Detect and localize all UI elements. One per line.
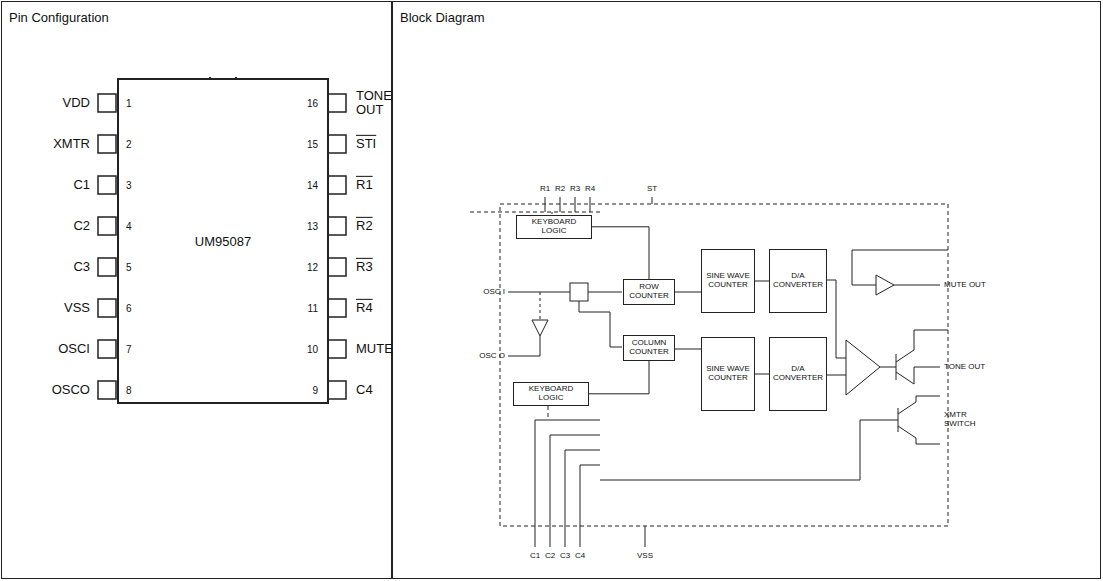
signal-connector: [755, 281, 769, 282]
pin-name: OSCI: [58, 342, 90, 356]
signal-name: R2: [555, 185, 565, 194]
converter-block: D/A CONVERTER: [769, 249, 827, 313]
pin-number: 14: [307, 180, 318, 191]
pin-lead: [98, 340, 116, 358]
signal-name: MUTE OUT: [944, 281, 986, 290]
signal-name: R4: [585, 185, 595, 194]
pin-lead: [328, 340, 346, 358]
pin-number: 7: [126, 344, 132, 355]
signal-connector: [755, 374, 769, 375]
signal-connector: [592, 227, 649, 279]
pin-lead: [328, 176, 346, 194]
block-label: ROW COUNTER: [626, 283, 672, 301]
block-label: Pin Configuration: [9, 10, 109, 25]
signal-name: C4: [575, 552, 585, 561]
pin-name: R3: [356, 260, 373, 274]
pin-name: VSS: [64, 301, 90, 315]
pin-lead: [98, 135, 116, 153]
pin-lead: [328, 94, 346, 112]
pin-name: C1: [73, 178, 90, 192]
signal-name: VSS: [637, 552, 653, 561]
pin-name: R4: [356, 301, 373, 315]
block-label: KEYBOARD LOGIC: [519, 218, 589, 236]
signal-connector: [675, 349, 701, 350]
pin-number: 5: [126, 262, 132, 273]
pin-number: 15: [307, 139, 318, 150]
pin-number: 16: [307, 98, 318, 109]
pin-number: 8: [126, 385, 132, 396]
pin-name: C3: [73, 260, 90, 274]
pin-lead: [98, 381, 116, 399]
block-label: COLUMN COUNTER: [626, 339, 672, 357]
counter-block: COLUMN COUNTER: [623, 335, 675, 361]
pin-name: MUTE: [356, 342, 393, 356]
pin-lead: [328, 217, 346, 235]
signal-connector: [589, 361, 649, 394]
chip-boundary: [500, 204, 948, 526]
pin-lead: [328, 299, 346, 317]
pin-lead: [98, 217, 116, 235]
pin-name: R2: [356, 219, 373, 233]
signal-name: OSC I: [483, 288, 505, 297]
pin-lead: [328, 381, 346, 399]
converter-block: D/A CONVERTER: [769, 337, 827, 411]
pin-name: OSCO: [52, 383, 90, 397]
pin-name: VDD: [63, 96, 90, 110]
pin-name: XMTR: [53, 137, 90, 151]
pin-number: 12: [307, 262, 318, 273]
pin-lead: [98, 299, 116, 317]
signal-name: C1: [530, 552, 540, 561]
block-label: UM95087: [195, 234, 251, 249]
counter-block: SINE WAVE COUNTER: [701, 249, 755, 313]
pin-lead: [98, 94, 116, 112]
pin-number: 2: [126, 139, 132, 150]
pin-number: 9: [312, 385, 318, 396]
block-label: Block Diagram: [400, 10, 485, 25]
block-label: SINE WAVE COUNTER: [704, 272, 752, 290]
counter-block: ROW COUNTER: [623, 279, 675, 305]
counter-block: SINE WAVE COUNTER: [701, 337, 755, 411]
pin-number: 6: [126, 303, 132, 314]
signal-name: ST: [647, 185, 657, 194]
block-label: SINE WAVE COUNTER: [704, 365, 752, 383]
pin-name: C4: [356, 383, 373, 397]
block-label: D/A CONVERTER: [772, 365, 824, 383]
chip-body: UM95087: [117, 78, 329, 404]
pin-number: 13: [307, 221, 318, 232]
pin-number: 4: [126, 221, 132, 232]
signal-name: XMTR SWITCH: [944, 411, 988, 429]
signal-connector: [675, 292, 701, 293]
pin-number: 11: [308, 303, 318, 314]
pin-number: 10: [307, 344, 318, 355]
signal-name: R1: [540, 185, 550, 194]
pin-name: STI: [356, 137, 376, 151]
pin-name: C2: [73, 219, 90, 233]
pin-lead: [328, 258, 346, 276]
signal-name: C2: [545, 552, 555, 561]
pin-number: 3: [126, 180, 132, 191]
block-label: D/A CONVERTER: [772, 272, 824, 290]
column-input-wires: [535, 399, 645, 547]
logic-block: KEYBOARD LOGIC: [516, 215, 592, 239]
pin-lead: [98, 176, 116, 194]
pin-lead: [98, 258, 116, 276]
signal-name: C3: [560, 552, 570, 561]
block-label: KEYBOARD LOGIC: [516, 385, 586, 403]
pin-number: 1: [126, 98, 132, 109]
logic-block: KEYBOARD LOGIC: [513, 382, 589, 406]
panel: Pin ConfigurationUM95087: [1, 1, 392, 579]
output-stage: [600, 250, 948, 480]
pin-name: TONE OUT: [356, 89, 396, 118]
pin-lead: [328, 135, 346, 153]
signal-name: R3: [570, 185, 580, 194]
row-input-wires: [470, 197, 652, 214]
oscillator: [508, 283, 622, 356]
pin-name: R1: [356, 178, 373, 192]
signal-name: TONE OUT: [944, 363, 985, 372]
signal-name: OSC O: [479, 352, 505, 361]
